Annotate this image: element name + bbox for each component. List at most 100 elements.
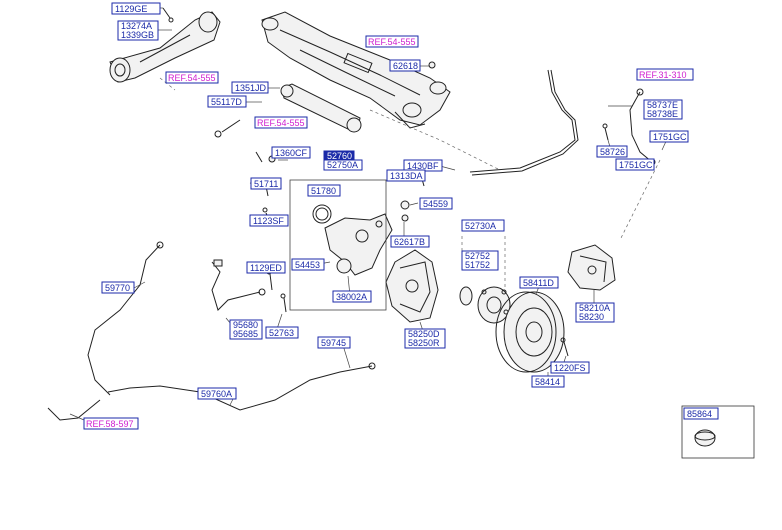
callout-text: 95685 <box>233 329 258 339</box>
callout-62617B: 62617B <box>390 235 430 248</box>
callout-51711: 51711 <box>250 177 282 190</box>
callout-59760A: 59760A <box>197 387 237 400</box>
callout-85864: 85864 <box>683 407 719 420</box>
callout-52752-51752: 52752 51752 <box>461 250 499 271</box>
callout-58250D-58250R: 58250D 58250R <box>404 328 446 349</box>
callout-13274A-1339GB: 13274A 1339GB <box>117 20 159 41</box>
callout-1220FS: 1220FS <box>550 361 590 374</box>
callout-text: 58411D <box>523 278 554 288</box>
callout-59770: 59770 <box>101 281 135 294</box>
speed-sensor-drawing <box>211 259 266 311</box>
callout-text: 62617B <box>394 237 425 247</box>
subframe-drawing <box>261 11 451 129</box>
callout-1751GC-a: 1751GC <box>649 130 689 143</box>
callout-58210A-58230: 58210A 58230 <box>575 302 615 323</box>
callout-text: 51780 <box>311 186 336 196</box>
callout-51780: 51780 <box>307 184 341 197</box>
cap-drawing <box>681 405 755 459</box>
callout-text: 95680 <box>233 320 258 330</box>
callout-text: 1129GE <box>115 4 147 14</box>
callout-ref-54-555-a[interactable]: REF.54-555 <box>165 71 219 84</box>
callout-text: 54559 <box>423 199 448 209</box>
callout-52730A: 52730A <box>461 219 505 232</box>
lower-arm-drawing <box>280 83 362 133</box>
callout-1430BF: 1430BF <box>403 159 443 172</box>
callout-1751GC-b: 1751GC <box>615 158 655 171</box>
callout-text: REF.54-555 <box>168 73 216 83</box>
drum-brake-drawing <box>385 249 439 323</box>
callout-text: 51711 <box>254 179 278 189</box>
callout-1351JD: 1351JD <box>231 81 269 94</box>
callout-54453: 54453 <box>291 258 325 271</box>
callout-text: 1220FS <box>554 363 586 373</box>
callout-62618: 62618 <box>389 59 421 72</box>
callout-text: 55117D <box>211 97 242 107</box>
callout-text: 52730A <box>465 221 496 231</box>
callout-ref-58-597[interactable]: REF.58-597 <box>83 417 139 430</box>
callout-text: 85864 <box>687 409 712 419</box>
callout-text: 58230 <box>579 312 604 322</box>
callout-text: 52763 <box>269 328 294 338</box>
callout-1360CF: 1360CF <box>271 146 311 159</box>
callout-text: 59770 <box>105 283 130 293</box>
callout-1129GE: 1129GE <box>111 2 161 15</box>
callout-38002A: 38002A <box>332 290 372 303</box>
callout-text: 58210A <box>579 303 610 313</box>
callout-text: REF.54-555 <box>257 118 305 128</box>
callout-58737E-58738E: 58737E 58738E <box>643 99 683 120</box>
callout-text: 1751GC <box>653 132 687 142</box>
callout-text: 58250D <box>408 329 440 339</box>
callout-1129ED: 1129ED <box>246 261 286 274</box>
callout-58414: 58414 <box>531 375 565 388</box>
caliper-drawing <box>567 244 616 291</box>
callout-text: REF.54-555 <box>368 37 416 47</box>
callout-text: REF.58-597 <box>86 419 134 429</box>
callout-text: 58250R <box>408 338 440 348</box>
callout-text: 51752 <box>465 260 490 270</box>
callout-text: 13274A <box>121 21 152 31</box>
callout-1313DA: 1313DA <box>386 169 426 182</box>
callout-text-highlight: 52760 <box>327 151 352 161</box>
brake-disc-drawing <box>495 291 565 373</box>
group-outlines <box>159 77 661 311</box>
callout-text: 1313DA <box>390 171 423 181</box>
callout-text: REF.31-310 <box>639 70 687 80</box>
knuckle-drawing <box>312 204 393 276</box>
trailing-arm-drawing <box>109 11 221 83</box>
callout-58411D: 58411D <box>519 276 559 289</box>
callout-text: 1129ED <box>250 263 282 273</box>
callout-text: 59745 <box>321 338 346 348</box>
hub-bearing-drawing <box>459 286 511 324</box>
callout-text: 54453 <box>295 260 320 270</box>
callout-54559: 54559 <box>419 197 453 210</box>
callout-text: 52750A <box>327 160 358 170</box>
callout-text: 52752 <box>465 251 490 261</box>
callout-text: 1339GB <box>121 30 154 40</box>
parking-cable-drawing <box>47 241 376 421</box>
callout-ref-54-555-b[interactable]: REF.54-555 <box>365 35 419 48</box>
callout-text: 1351JD <box>235 83 267 93</box>
callout-59745: 59745 <box>317 336 351 349</box>
callout-text: 1430BF <box>407 161 439 171</box>
callout-text: 1751GC <box>619 160 653 170</box>
callout-text: 59760A <box>201 389 232 399</box>
callout-52763: 52763 <box>265 326 299 339</box>
callout-text: 1123SF <box>253 216 284 226</box>
callout-text: 58726 <box>600 147 625 157</box>
callout-ref-31-310[interactable]: REF.31-310 <box>636 68 694 81</box>
callout-52760-52750A: 52760 52750A <box>323 150 363 171</box>
callout-58726: 58726 <box>596 145 628 158</box>
callout-1123SF: 1123SF <box>249 214 289 227</box>
callout-text: 1360CF <box>275 148 308 158</box>
callout-ref-54-555-c[interactable]: REF.54-555 <box>254 116 308 129</box>
brake-line-drawing <box>469 69 656 176</box>
callout-text: 58414 <box>535 377 560 387</box>
callout-95680-95685: 95680 95685 <box>229 319 263 340</box>
callout-55117D: 55117D <box>207 95 247 108</box>
callout-text: 62618 <box>393 61 418 71</box>
callout-text: 38002A <box>336 292 367 302</box>
callout-text: 58737E <box>647 100 678 110</box>
callout-text: 58738E <box>647 109 678 119</box>
